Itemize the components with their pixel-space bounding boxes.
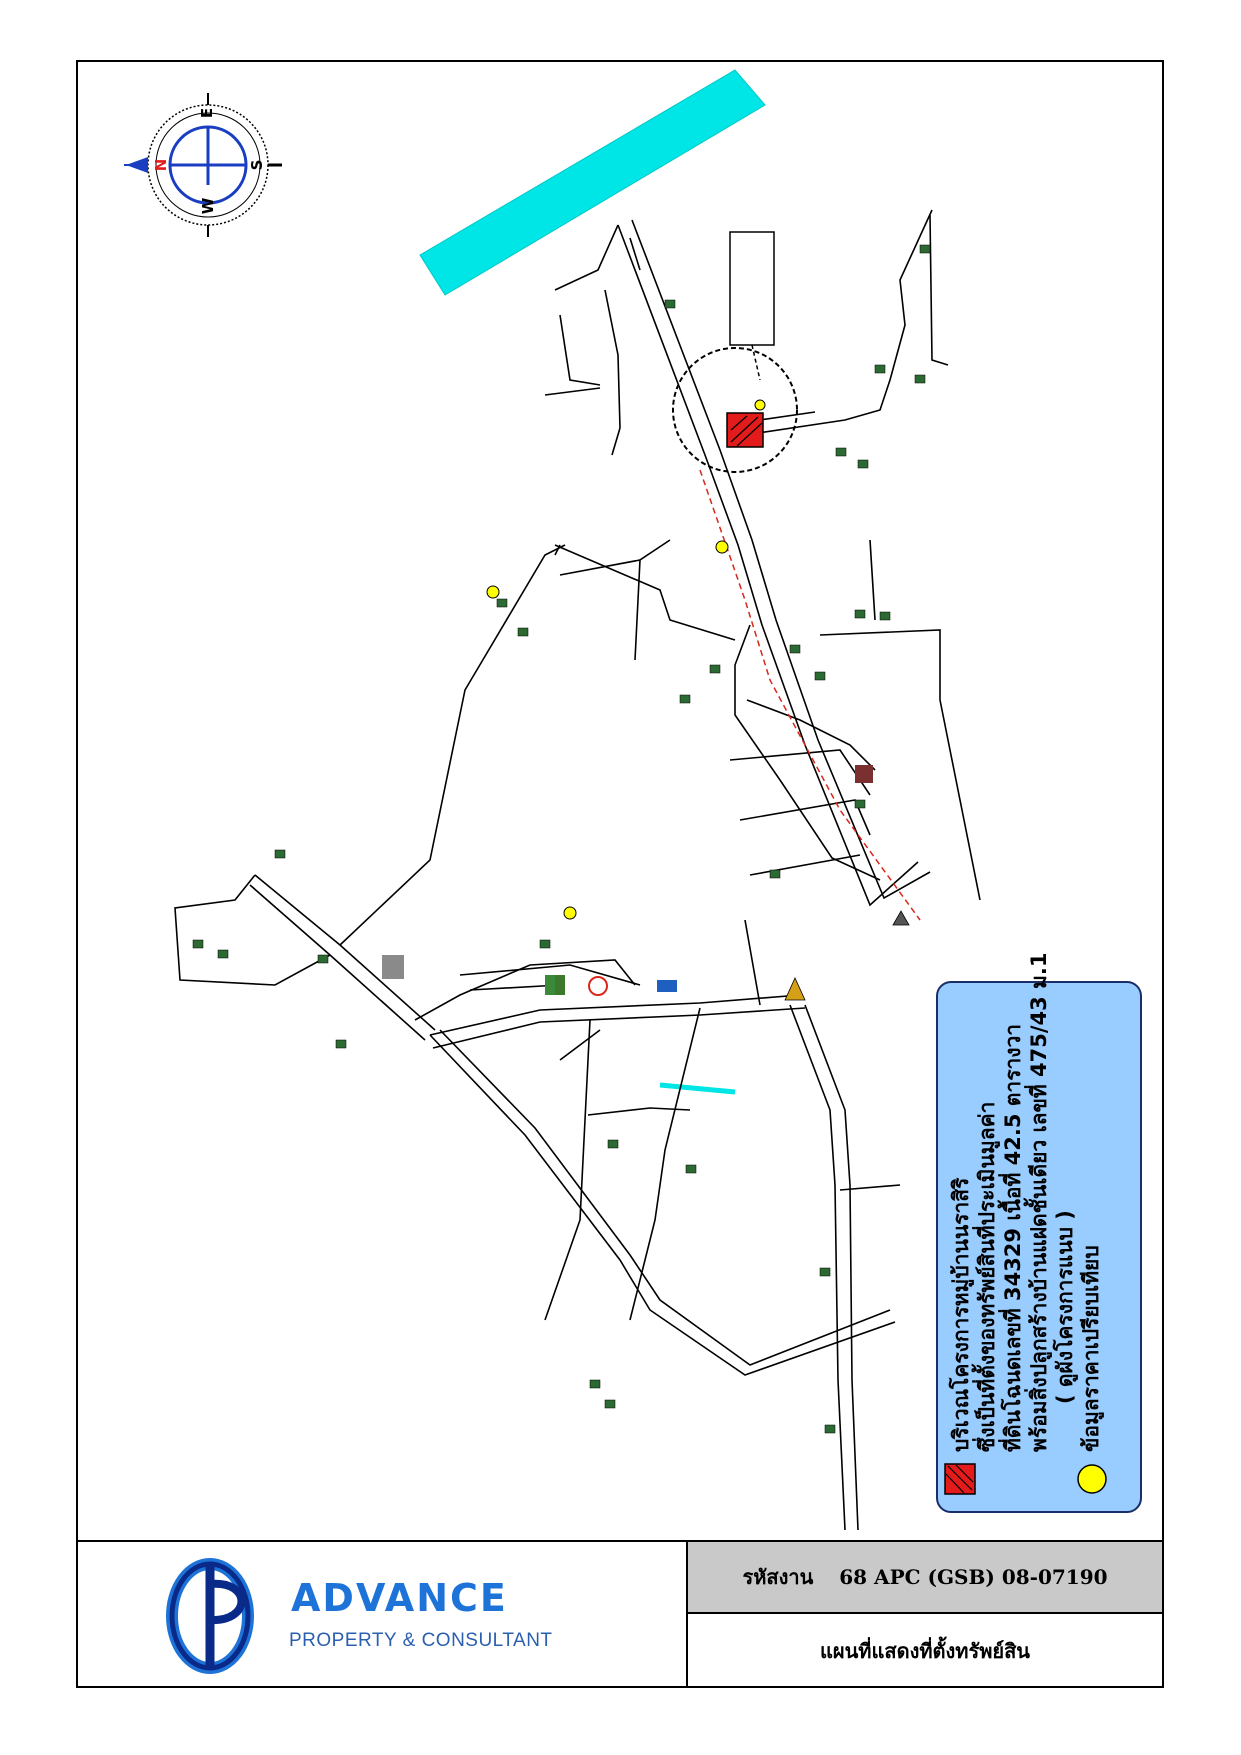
legend-line-5: ( ดูผังโครงการแนบ ): [1052, 1210, 1079, 1404]
legend-line-2: ซึ่งเป็นที่ตั้งของทรัพย์สินที่ประเมินมูล…: [971, 1102, 1001, 1452]
comparable-marker: [754, 399, 766, 411]
company-logo-icon: [166, 1558, 254, 1674]
document-title: แผนที่แสดงที่ตั้งทรัพย์สิน: [820, 1639, 1030, 1663]
landmark-icons: [382, 765, 910, 1001]
legend-line-4: พร้อมสิ่งปลูกสร้างบ้านแฝดชั้นเดียว เลขที…: [1023, 952, 1053, 1452]
map-frame: [76, 60, 1164, 1688]
compass-n: N: [152, 159, 170, 172]
legend-subject-swatch: [944, 1463, 976, 1495]
river: [419, 69, 766, 296]
brand-subtitle: PROPERTY & CONSULTANT: [289, 1630, 553, 1651]
legend-line-3: ที่ดินโฉนดเลขที่ 34329 เนื้อที่ 42.5 ตาร…: [997, 1024, 1025, 1452]
canal: [659, 1082, 736, 1095]
subject-area-circle: [672, 347, 798, 473]
subject-callout-box: [729, 231, 775, 346]
job-code-value: 68 APC (GSB) 08-07190: [839, 1565, 1108, 1589]
brand-name: ADVANCE: [291, 1576, 508, 1620]
location-map: N E S W บริเวณโครงการหมู่บ้านนราสิริ ซึ่…: [124, 69, 1142, 1531]
legend-comparable-swatch: [1077, 1464, 1107, 1494]
legend-comparable: ข้อมูลราคาเปรียบเทียบ: [1079, 1245, 1105, 1452]
job-code-cell: รหัสงาน 68 APC (GSB) 08-07190: [688, 1542, 1162, 1614]
compass-w: W: [199, 197, 217, 214]
company-logo-cell: ADVANCE PROPERTY & CONSULTANT: [76, 1542, 688, 1688]
legend-box: บริเวณโครงการหมู่บ้านนราสิริ ซึ่งเป็นที่…: [936, 952, 1142, 1513]
document-title-cell: แผนที่แสดงที่ตั้งทรัพย์สิน: [688, 1614, 1162, 1688]
compass-s: S: [248, 160, 266, 171]
village-icons: [192, 244, 931, 1434]
legend-title: บริเวณโครงการหมู่บ้านนราสิริ: [948, 1177, 975, 1452]
access-route: [699, 469, 921, 921]
compass-e: E: [198, 108, 216, 118]
job-code-label: รหัสงาน: [742, 1565, 814, 1589]
road-network: [174, 209, 981, 1531]
title-block: ADVANCE PROPERTY & CONSULTANT รหัสงาน 68…: [76, 1540, 1164, 1688]
numbered-markers: [486, 540, 729, 920]
compass-rose: N E S W: [124, 93, 282, 237]
subject-property-marker: [726, 412, 764, 448]
